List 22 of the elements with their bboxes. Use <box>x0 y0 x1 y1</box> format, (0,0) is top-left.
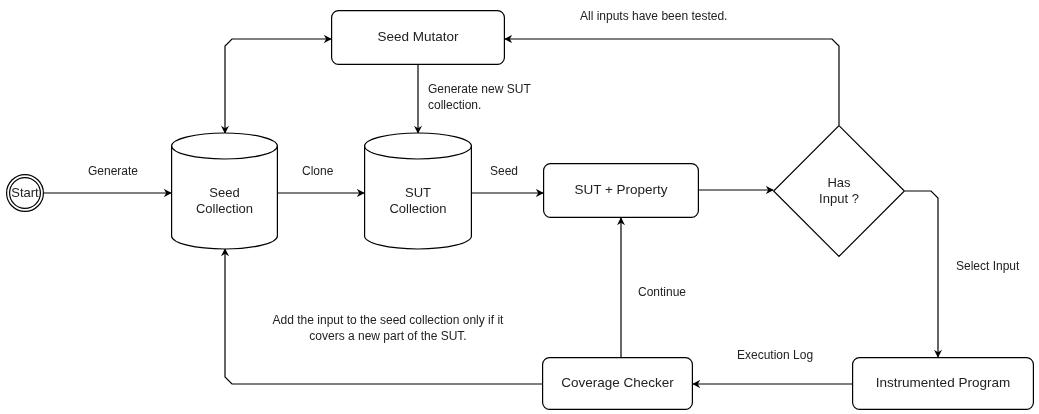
process-box: Instrumented Program <box>852 357 1034 410</box>
arrow <box>414 64 422 134</box>
arrow <box>471 189 544 197</box>
start-circle: Start <box>6 174 44 212</box>
process-box: Seed Mutator <box>331 10 505 65</box>
arrow <box>698 186 774 194</box>
database-cylinder: SUT Collection <box>364 133 472 249</box>
edge-label: All inputs have been tested. <box>578 9 730 25</box>
arrow <box>904 190 942 358</box>
edge-label: Select Input <box>954 259 1022 275</box>
process-box: Coverage Checker <box>542 357 693 410</box>
arrow <box>504 35 840 126</box>
database-cylinder: Seed Collection <box>171 133 278 249</box>
arrow <box>43 189 172 197</box>
arrow <box>277 189 365 197</box>
process-box: SUT + Property <box>543 163 699 218</box>
arrow <box>221 248 543 385</box>
arrow <box>221 35 332 134</box>
decision-diamond: Has Input ? <box>773 125 905 257</box>
arrow <box>617 217 625 358</box>
edge-label: Execution Log <box>735 348 816 364</box>
arrow <box>692 380 853 388</box>
